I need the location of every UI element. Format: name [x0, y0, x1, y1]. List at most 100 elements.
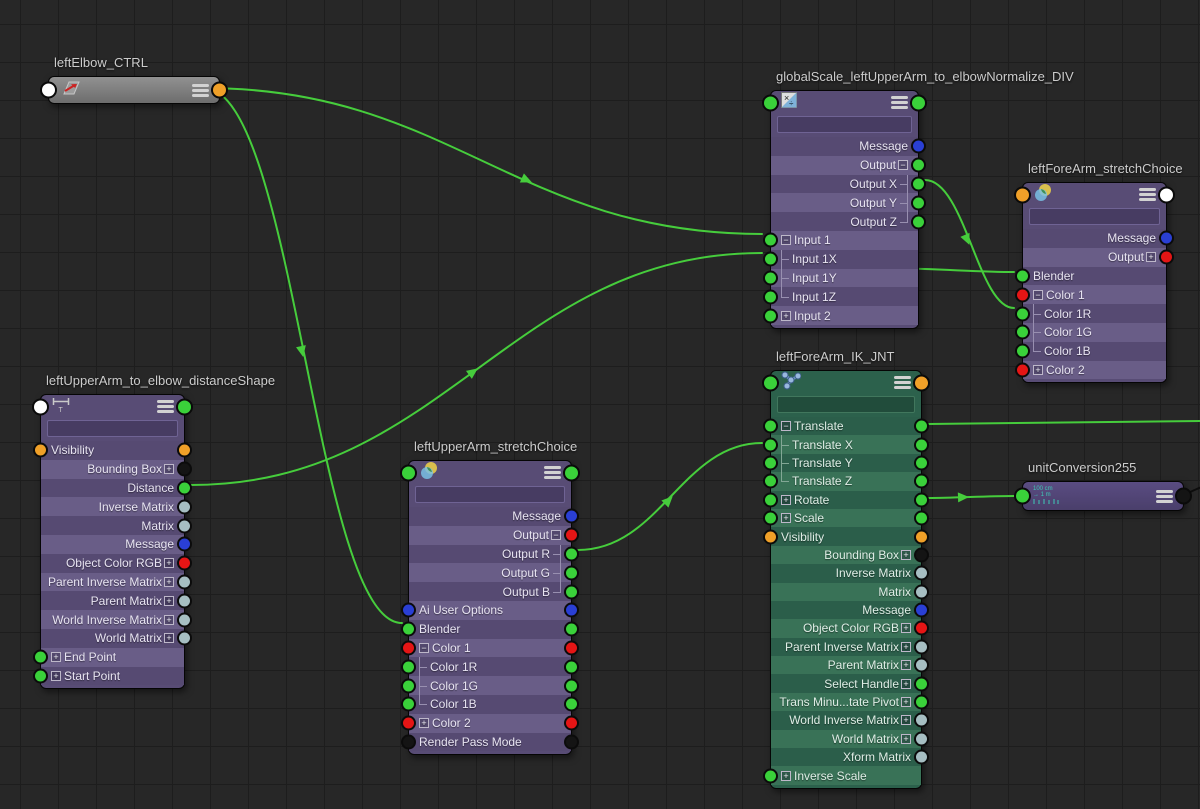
port-matrix[interactable] — [914, 712, 929, 728]
port-orange[interactable] — [211, 81, 228, 99]
port-orange[interactable] — [177, 442, 192, 458]
connection-wire-elbow-to-div-input1[interactable] — [203, 87, 763, 235]
connection-wire-outputr-to-translatex[interactable] — [577, 442, 763, 551]
port-blue[interactable] — [401, 602, 416, 618]
port-green[interactable] — [564, 546, 579, 562]
expand-toggle[interactable]: − — [1033, 289, 1043, 300]
port-matrix[interactable] — [914, 565, 929, 581]
port-matrix[interactable] — [177, 630, 192, 646]
port-black[interactable] — [914, 547, 929, 563]
expand-toggle[interactable]: + — [781, 513, 791, 524]
port-green[interactable] — [763, 232, 778, 248]
port-blue[interactable] — [564, 602, 579, 618]
expand-toggle[interactable]: + — [164, 576, 174, 587]
expand-toggle[interactable]: + — [164, 558, 174, 569]
port-green[interactable] — [914, 676, 929, 692]
connection-wire-elbow-to-upperarm-blender[interactable] — [203, 87, 403, 624]
expand-toggle[interactable]: + — [901, 733, 911, 744]
expand-toggle[interactable]: + — [781, 310, 791, 321]
port-orange[interactable] — [914, 529, 929, 545]
port-black[interactable] — [564, 734, 579, 750]
rename-field[interactable] — [1029, 208, 1160, 225]
connection-wire-div-outputx-to-color1r[interactable] — [924, 179, 1015, 309]
port-red[interactable] — [401, 715, 416, 731]
port-green[interactable] — [1014, 487, 1031, 505]
expand-toggle[interactable]: + — [419, 718, 429, 729]
port-green[interactable] — [564, 659, 579, 675]
port-red[interactable] — [1015, 287, 1030, 303]
port-green[interactable] — [176, 398, 193, 415]
port-matrix[interactable] — [914, 731, 929, 747]
port-green[interactable] — [911, 214, 926, 230]
port-green[interactable] — [914, 455, 929, 471]
rename-field[interactable] — [777, 396, 915, 413]
port-green[interactable] — [914, 473, 929, 489]
node-header[interactable]: T — [32, 395, 193, 418]
port-green[interactable] — [1015, 268, 1030, 284]
menu-icon[interactable] — [1139, 188, 1156, 201]
port-green[interactable] — [763, 270, 778, 286]
expand-toggle[interactable]: + — [1033, 364, 1043, 375]
port-matrix[interactable] — [914, 749, 929, 765]
port-green[interactable] — [401, 621, 416, 637]
expand-toggle[interactable]: + — [51, 652, 61, 663]
port-green[interactable] — [1015, 324, 1030, 340]
port-green[interactable] — [762, 94, 779, 111]
port-white[interactable] — [1158, 186, 1175, 203]
port-green[interactable] — [914, 694, 929, 710]
expand-toggle[interactable]: + — [901, 678, 911, 689]
expand-toggle[interactable]: + — [164, 633, 174, 644]
port-green[interactable] — [401, 659, 416, 675]
port-matrix[interactable] — [177, 499, 192, 515]
port-green[interactable] — [763, 418, 778, 434]
port-matrix[interactable] — [914, 639, 929, 655]
port-green[interactable] — [910, 94, 927, 111]
expand-toggle[interactable]: − — [419, 642, 429, 653]
node-header[interactable] — [400, 461, 580, 484]
port-matrix[interactable] — [914, 657, 929, 673]
port-green[interactable] — [564, 565, 579, 581]
port-matrix[interactable] — [177, 518, 192, 534]
port-green[interactable] — [401, 696, 416, 712]
connection-wire-ik-translate-out[interactable] — [927, 420, 1200, 425]
rename-field[interactable] — [415, 486, 565, 503]
expand-toggle[interactable]: + — [164, 464, 174, 475]
rename-field[interactable] — [777, 116, 912, 133]
port-blue[interactable] — [564, 508, 579, 524]
port-green[interactable] — [33, 649, 48, 665]
node-header[interactable] — [1014, 183, 1175, 206]
port-green[interactable] — [1015, 343, 1030, 359]
expand-toggle[interactable]: + — [51, 670, 61, 681]
port-matrix[interactable] — [177, 574, 192, 590]
port-green[interactable] — [763, 492, 778, 508]
port-orange[interactable] — [1014, 186, 1031, 203]
port-matrix[interactable] — [177, 612, 192, 628]
port-green[interactable] — [914, 437, 929, 453]
port-green[interactable] — [763, 308, 778, 324]
port-green[interactable] — [911, 157, 926, 173]
port-matrix[interactable] — [914, 584, 929, 600]
port-white[interactable] — [32, 398, 49, 415]
port-red[interactable] — [1159, 249, 1174, 265]
port-green[interactable] — [763, 473, 778, 489]
expand-toggle[interactable]: + — [781, 770, 791, 781]
expand-toggle[interactable]: + — [901, 715, 911, 726]
port-green[interactable] — [763, 455, 778, 471]
menu-icon[interactable] — [157, 400, 174, 413]
port-blue[interactable] — [914, 602, 929, 618]
port-black[interactable] — [1175, 487, 1192, 505]
port-black[interactable] — [401, 734, 416, 750]
rename-field[interactable] — [47, 420, 178, 437]
port-white[interactable] — [40, 81, 57, 99]
expand-toggle[interactable]: + — [901, 697, 911, 708]
port-green[interactable] — [763, 437, 778, 453]
expand-toggle[interactable]: + — [1146, 252, 1156, 263]
port-green[interactable] — [914, 492, 929, 508]
port-green[interactable] — [762, 374, 779, 391]
port-blue[interactable] — [177, 536, 192, 552]
